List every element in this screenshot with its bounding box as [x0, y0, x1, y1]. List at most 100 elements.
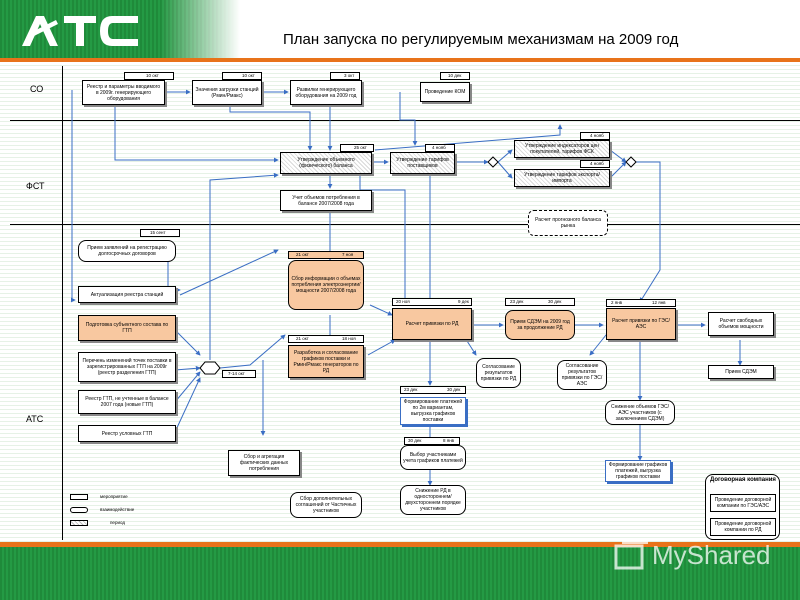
date-label: 7-14 окт: [228, 371, 245, 376]
node-formirovanie-platezhey[interactable]: Формирование платежей по 2м вариантам, в…: [400, 397, 466, 425]
node-indeksatory[interactable]: Утверждение индексаторов цен покупателей…: [514, 140, 610, 158]
date-label: 8 янв: [443, 438, 455, 443]
date-label: 3 окт: [344, 73, 355, 78]
junction-diamond-1: [487, 156, 499, 168]
ats-logo: [22, 16, 138, 46]
node-priem-sdem[interactable]: Прием СДЭМ: [708, 365, 774, 379]
lane-label-ats: АТС: [26, 414, 44, 424]
node-subektnyy-sostav[interactable]: Подготовка субъектного состава по ГТП: [78, 315, 176, 341]
node-uchet-obemov[interactable]: Учет объемов потребления в балансе 2007/…: [280, 190, 372, 211]
node-vybor-grafikov[interactable]: Выбор участниками учета графиков платеже…: [400, 445, 466, 470]
logo-letter-a: [22, 16, 58, 46]
period-bar: [222, 370, 256, 378]
logo-letter-c: [100, 16, 138, 46]
date-label: 10 дек: [448, 73, 462, 78]
footer: [0, 542, 800, 600]
node-snizhenie-ges[interactable]: Снижение объемов ГЭС/АЭС участников (с з…: [605, 400, 675, 425]
date-label: 4 нояб: [590, 133, 604, 138]
node-kom[interactable]: Проведение КОМ: [420, 82, 470, 102]
node-zagruzka-stanciy[interactable]: Значения загрузки станций (Pмин/Pмакс): [192, 80, 262, 105]
watermark-icon: [614, 540, 648, 570]
logo-swoosh: [32, 20, 58, 36]
period-bar: [124, 72, 174, 80]
node-prognoznyy-balans[interactable]: Расчет прогнозного баланса рынка: [528, 210, 608, 236]
logo-letter-t: [64, 16, 96, 46]
date-label: 2 янв: [611, 300, 623, 305]
date-label: 7 ноя: [342, 252, 354, 257]
period-bar: [580, 160, 610, 168]
period-bar: [404, 437, 460, 445]
node-soglasovanie-ges[interactable]: Согласование результатов привязки по ГЭС…: [557, 360, 607, 390]
period-bar: [425, 144, 455, 152]
period-bar: [606, 299, 676, 307]
lane-label-co: СО: [30, 84, 44, 94]
header-orange-stripe: [0, 58, 800, 62]
date-label: 21 окт: [296, 252, 309, 257]
footer-green-band: [0, 547, 800, 600]
junction-hexagon: [199, 361, 221, 375]
date-label: 10 окт: [242, 73, 255, 78]
period-bar: [392, 298, 472, 306]
node-sbor-informacii[interactable]: Сбор информации о объемах потребления эл…: [288, 260, 364, 310]
date-label: 30 дек: [447, 387, 461, 392]
node-priem-zayavleniy[interactable]: Прием заявлений на регистрацию долгосроч…: [78, 240, 176, 262]
node-dogovor-ges[interactable]: Проведение договорной компании по ГЭС/АЭ…: [710, 494, 776, 512]
node-tarify-eksporta[interactable]: Утверждение тарифов экспорта/импорта: [514, 169, 610, 187]
legend-event-label: мероприятие: [100, 494, 128, 499]
node-razrabotka-grafikov[interactable]: Разработка и согласование графиков поста…: [288, 345, 364, 378]
date-label: 18 ноя: [342, 336, 356, 341]
date-label: 10 окт: [146, 73, 159, 78]
legend-interaction-symbol: [70, 507, 88, 513]
node-formirovanie-grafikov[interactable]: Формирование графиков платежей, выгрузка…: [605, 460, 671, 482]
period-bar: [330, 72, 360, 80]
node-perechen-izmeneniy[interactable]: Перечень изменений точек поставки в заре…: [78, 352, 176, 382]
date-label: 30 дек: [548, 299, 562, 304]
node-snizhenie-rd[interactable]: Снижение РД в одностороннем/ двухсторонн…: [400, 485, 466, 515]
date-label: 12 янв: [652, 300, 666, 305]
date-label: 23 дек: [404, 387, 418, 392]
group-title: Договорная компания: [710, 477, 776, 483]
period-bar: [288, 335, 364, 343]
date-label: 9 дек: [458, 299, 469, 304]
footer-orange-stripe: [0, 542, 800, 547]
node-sbor-faktich-dannyh[interactable]: Сбор и агрегация фактических данных потр…: [228, 450, 300, 476]
period-bar: [288, 251, 364, 259]
period-bar: [505, 298, 575, 306]
legend-period-symbol: [70, 520, 88, 526]
lane-label-fst: ФСТ: [26, 181, 45, 191]
legend-event-symbol: [70, 494, 88, 500]
date-label: 15 сент: [150, 230, 166, 235]
node-razvilki[interactable]: Развилки генерирующего оборудования на 2…: [290, 80, 362, 105]
header-fade: [160, 0, 800, 58]
node-reestr-2009[interactable]: Реестр и параметры вводимого в 2009г. ге…: [82, 80, 165, 105]
date-label: 20 ноя: [396, 299, 410, 304]
date-label: 4 нояб: [590, 161, 604, 166]
legend-interaction-label: взаимодействие: [100, 507, 135, 512]
node-aktualizaciya-reestra[interactable]: Актуализация реестра станций: [78, 286, 176, 303]
node-priem-sdem-rd[interactable]: Прием СДЭМ на 2009 год за продолжение РД: [505, 310, 575, 340]
node-uslovnye-gtp[interactable]: Реестр условных ГТП: [78, 425, 176, 442]
period-bar: [580, 132, 610, 140]
junction-diamond-2: [625, 156, 637, 168]
header: План запуска по регулируемым механизмам …: [0, 0, 800, 62]
node-raschet-privyazki-ges[interactable]: Расчет привязки по ГЭС/АЭС: [606, 308, 676, 340]
legend-period-label: период: [110, 520, 125, 525]
node-reestr-novye-gtp[interactable]: Реестр ГТП, не учтенные в балансе 2007 г…: [78, 390, 176, 414]
period-bar: [400, 386, 466, 394]
node-sbor-dopsoglasheniy[interactable]: Сбор дополнительных соглашений от Частич…: [290, 492, 362, 518]
period-bar: [440, 72, 470, 80]
date-label: 21 окт: [296, 336, 309, 341]
node-dogovor-rd[interactable]: Проведение договорной компании по РД: [710, 518, 776, 536]
node-tarify-postavshchikov[interactable]: Утверждение тарифов поставщиков: [390, 152, 455, 174]
node-utverzhdenie-balansa[interactable]: Утверждение объемного (физического) бала…: [280, 152, 372, 174]
date-label: 30 дек: [408, 438, 422, 443]
page-title: План запуска по регулируемым механизмам …: [283, 31, 679, 48]
node-raschet-privyazki-rd[interactable]: Расчет привязки по РД: [392, 308, 472, 340]
node-svobodnye-obemy[interactable]: Расчет свободных объемов мощности: [708, 312, 774, 336]
lane-divider-vertical: [62, 66, 63, 540]
period-bar: [222, 72, 262, 80]
date-label: 25 окт: [354, 145, 367, 150]
node-soglasovanie-rd[interactable]: Согласование результатов привязки по РД: [476, 358, 521, 388]
date-label: 23 дек: [510, 299, 524, 304]
